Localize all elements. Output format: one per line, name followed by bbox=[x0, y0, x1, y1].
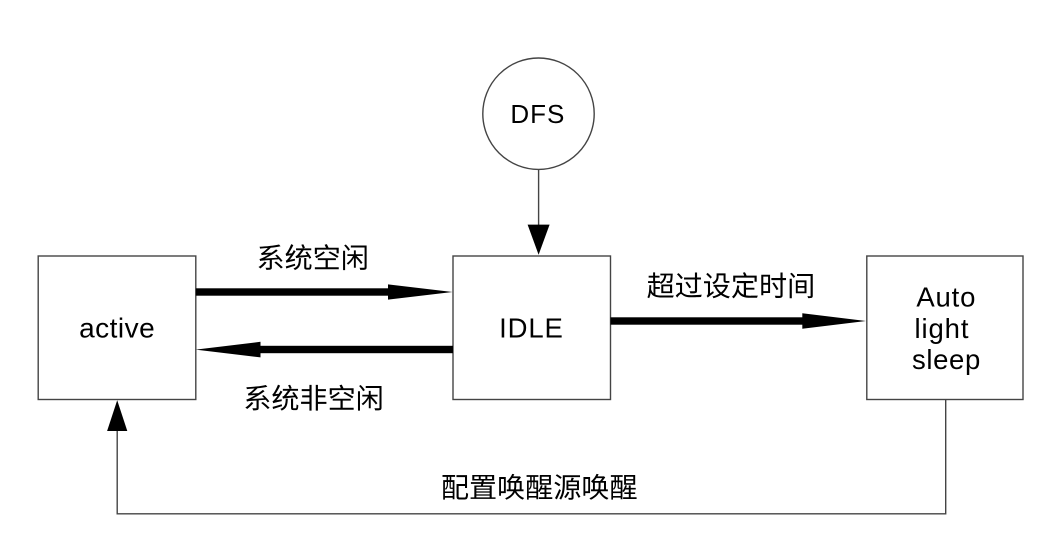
svg-text:active: active bbox=[79, 313, 155, 344]
svg-text:DFS: DFS bbox=[510, 99, 565, 129]
svg-text:IDLE: IDLE bbox=[499, 313, 564, 344]
svg-text:sleep: sleep bbox=[912, 344, 981, 375]
svg-text:light: light bbox=[914, 313, 969, 344]
svg-text:Auto: Auto bbox=[916, 282, 976, 313]
